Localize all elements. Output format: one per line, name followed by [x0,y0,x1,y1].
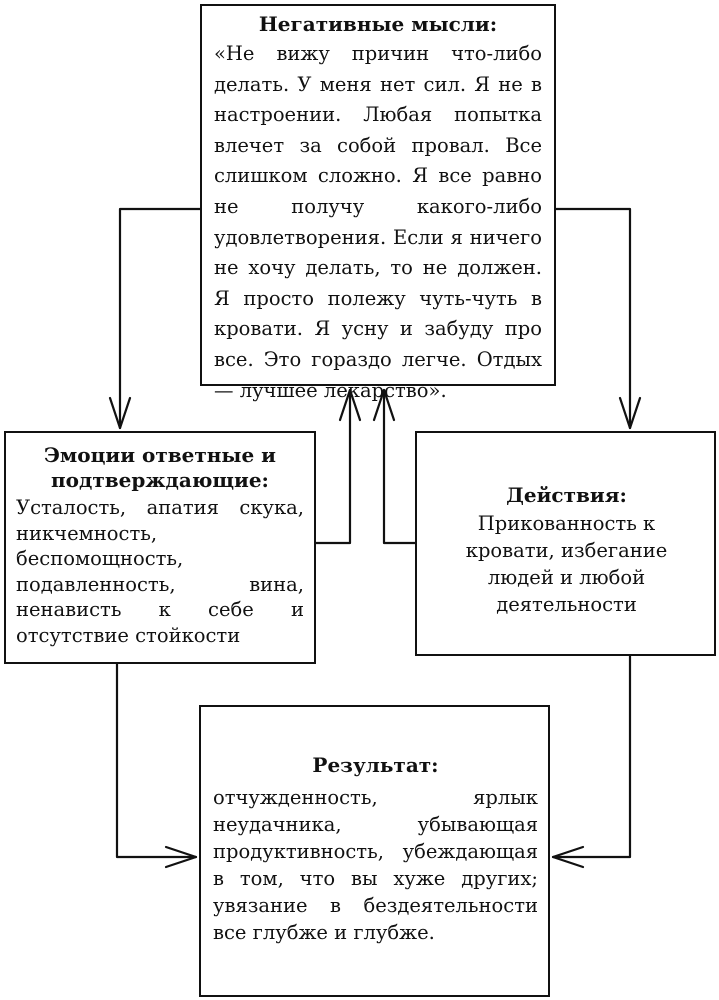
actions-text: Прикованность к кровати, избегание людей… [465,512,668,616]
emotions-box: Эмоции ответные и подтверждающие: Устало… [4,431,316,664]
negative-thoughts-text: «Не вижу причин что-либо делать. У меня … [214,42,542,402]
emotions-title: Эмоции ответные и подтверждающие: [44,443,276,492]
emotions-text: Усталость, апатия скука, никчемность, бе… [16,496,304,647]
arrow-thoughts-to-actions [554,207,632,430]
result-box: Результат: отчужденность, ярлык неудачни… [199,705,550,997]
arrow-thoughts-to-emotions [118,207,202,430]
actions-title: Действия: [506,483,627,507]
arrow-emotions-to-thoughts [314,388,352,545]
result-text: отчужденность, ярлык неудачника, убывающ… [213,786,538,944]
negative-thoughts-title: Негативные мысли: [258,12,498,36]
arrowhead-actions [618,396,642,430]
arrow-actions-to-thoughts [382,388,417,545]
arrow-emotions-to-result [115,662,198,859]
negative-thoughts-box: Негативные мысли: «Не вижу причин что-ли… [200,4,556,402]
arrowhead-result-right [551,845,585,869]
result-title: Результат: [312,753,439,777]
actions-box: Действия: Прикованность к кровати, избег… [415,431,716,656]
arrowhead-emotions [108,396,132,430]
arrowhead-result-left [164,845,198,869]
arrow-actions-to-result [551,654,632,859]
